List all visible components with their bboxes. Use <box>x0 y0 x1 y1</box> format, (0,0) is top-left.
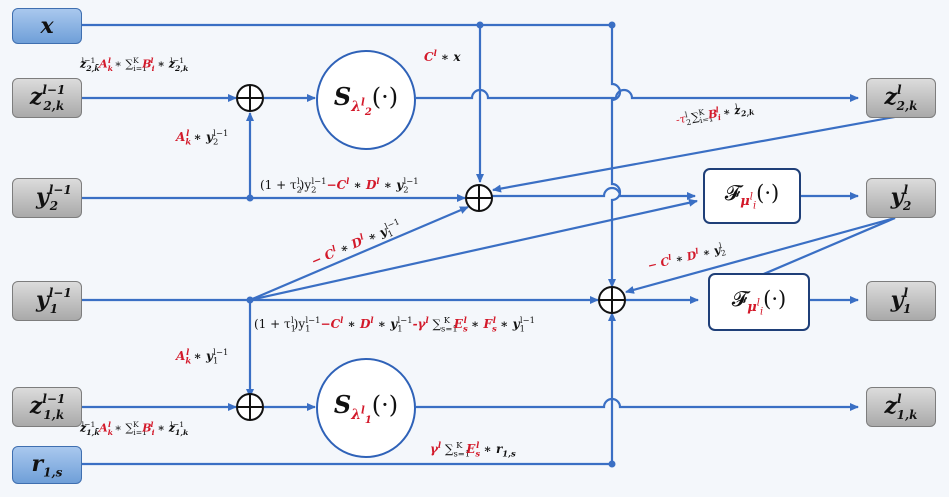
S-top-to-z2 <box>416 88 859 102</box>
input-r1s: r1,s <box>12 446 82 484</box>
output-z1-label: zl1,k <box>884 392 918 422</box>
y2-feedback-b <box>744 216 896 284</box>
input-z2-prev: zl−12,k <box>12 78 82 118</box>
S-bot-to-z1 <box>416 397 859 411</box>
prox-bottom-label: 𝓕μli(·) <box>731 286 787 318</box>
input-x-label: x <box>40 13 54 39</box>
shrinkage-operator-top: Sλl2(·) <box>316 50 416 150</box>
input-y2-prev-label: yl−12 <box>35 183 72 213</box>
y1-to-top-sum-diagonal <box>249 205 469 302</box>
input-y1-prev-label: yl−11 <box>35 286 72 316</box>
output-y1-label: yl1 <box>890 286 912 316</box>
output-y1: yl1 <box>866 281 936 321</box>
label-Ak-y2: Akl ∗ y2l−1 <box>176 128 229 147</box>
output-z2: zl2,k <box>866 78 936 118</box>
shrinkage-top-label: Sλl2(·) <box>333 82 399 118</box>
y2-feedback-a <box>625 216 896 294</box>
prox-top-label: 𝓕μli(·) <box>724 180 780 212</box>
output-y2: yl2 <box>866 178 936 218</box>
y1-to-F-top-diagonal <box>249 198 698 302</box>
input-y2-prev: yl−12 <box>12 178 82 218</box>
x-line <box>82 23 614 40</box>
input-z2-prev-label: zl−12,k <box>29 83 66 113</box>
output-z2-label: zl2,k <box>884 83 918 113</box>
output-y2-label: yl2 <box>890 183 912 213</box>
shrinkage-bottom-label: Sλl1(·) <box>333 390 399 426</box>
z2-feedback <box>492 114 901 193</box>
input-x: x <box>12 8 82 44</box>
input-y1-prev: yl−11 <box>12 281 82 321</box>
label-z2-input-formula: z2,kl−1-Akl ∗ ∑i=1K Bil ∗ z2,kl−1 <box>80 56 189 73</box>
label-y2-combination: (1 + τ2l)y2l−1−Cl ∗ Dl ∗ y2l−1 <box>260 176 419 195</box>
label-gamma-E: γl ∑s=1K Esl ∗ r1,s <box>430 440 516 459</box>
shrinkage-operator-bottom: Sλl1(·) <box>316 358 416 458</box>
output-z1: zl1,k <box>866 387 936 427</box>
input-z1-prev-label: zl−11,k <box>29 392 66 422</box>
input-z1-prev: zl−11,k <box>12 387 82 427</box>
label-Ak-y1: Akl ∗ y1l−1 <box>176 347 229 366</box>
label-cx: Cl ∗ x <box>424 48 461 64</box>
label-z1-input-formula: z1,kl−1-Akl ∗ ∑i=1K Bil ∗ z1,kl−1 <box>80 420 189 437</box>
x-to-bot-sum-branch <box>608 40 622 288</box>
input-r1s-label: r1,s <box>31 450 63 480</box>
prox-operator-top: 𝓕μli(·) <box>703 168 801 224</box>
prox-operator-bottom: 𝓕μli(·) <box>708 273 810 331</box>
top-sum-to-F-top <box>492 186 696 200</box>
label-y1-combination: (1 + τ1l)y1l−1−Cl ∗ Dl ∗ y1l−1-γl ∑s=1K … <box>254 315 535 334</box>
